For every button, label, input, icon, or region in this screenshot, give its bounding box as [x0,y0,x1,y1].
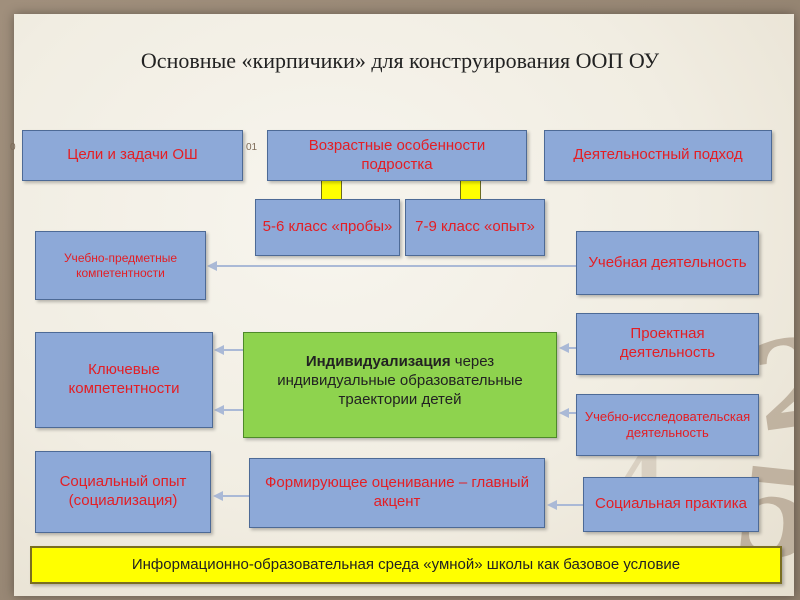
box-learning-activity: Учебная деятельность [576,231,759,295]
box-goals: Цели и задачи ОШ [22,130,243,181]
box-project-activity: Проектная деятельность [576,313,759,375]
box-social-experience: Социальный опыт (социализация) [35,451,211,533]
box-grade-7-9: 7-9 класс «опыт» [405,199,545,256]
slide-title: Основные «кирпичики» для конструирования… [140,48,660,73]
box-individualization: Индивидуализация через индивидуальные об… [243,332,557,438]
box-key-competencies: Ключевые компетентности [35,332,213,428]
box-info-environment: Информационно-образовательная среда «умн… [30,546,782,584]
box-formative-assessment: Формирующее оценивание – главный акцент [249,458,545,528]
individualization-text: через индивидуальные образовательные тра… [277,353,523,408]
decor-mark-mid: 01 [246,142,258,153]
box-grade-5-6: 5-6 класс «пробы» [255,199,400,256]
individualization-bold: Индивидуализация [305,353,451,370]
box-activity-approach: Деятельностный подход [544,130,772,181]
box-research-activity: Учебно-исследовательская деятельность [576,394,759,456]
box-age-features: Возрастные особенности подростка [267,130,527,181]
box-social-practice: Социальная практика [583,477,759,532]
decor-mark-left: 0 [10,142,16,153]
box-subject-competencies: Учебно-предметные компетентности [35,231,206,300]
